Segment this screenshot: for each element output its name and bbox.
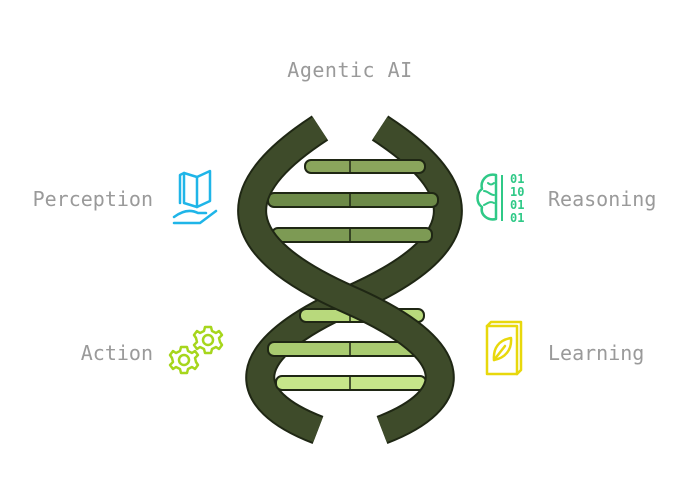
label-action: Action	[80, 341, 153, 365]
label-learning: Learning	[548, 341, 645, 365]
rung	[275, 375, 427, 391]
diagram-title: Agentic AI	[287, 58, 413, 82]
svg-text:01: 01	[510, 198, 524, 212]
svg-text:01: 01	[510, 211, 524, 225]
svg-text:01: 01	[510, 172, 524, 186]
svg-text:10: 10	[510, 185, 524, 199]
label-perception: Perception	[32, 187, 153, 211]
gears-icon	[166, 322, 228, 378]
label-reasoning: Reasoning	[548, 187, 657, 211]
rung	[271, 227, 433, 243]
rung	[267, 192, 439, 208]
helix-rungs-upper	[267, 159, 439, 243]
rung	[304, 159, 426, 174]
open-book-hand-icon	[170, 167, 224, 225]
leaf-book-icon	[481, 320, 525, 380]
brain-binary-icon: 01 10 01 01	[474, 167, 538, 229]
